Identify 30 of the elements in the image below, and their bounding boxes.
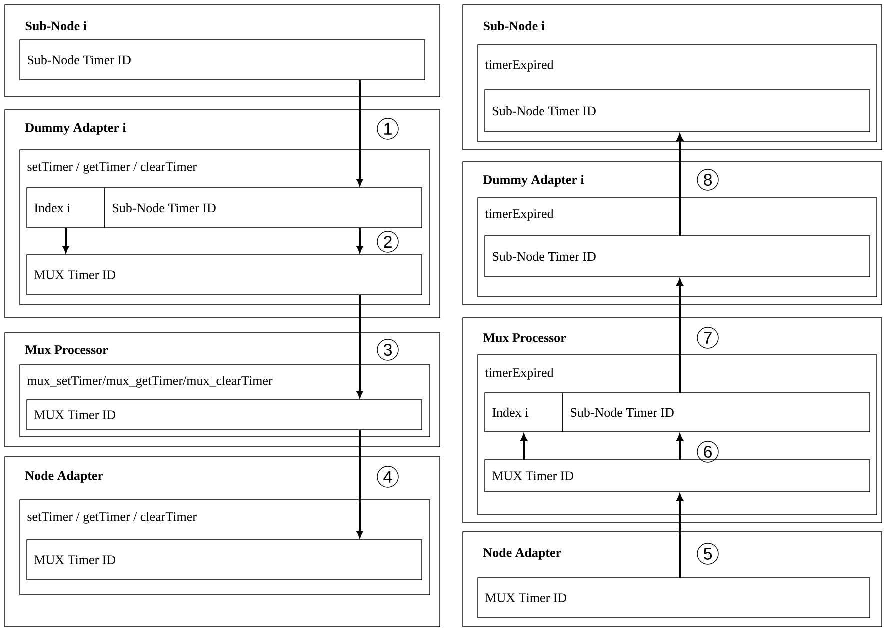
arrow bbox=[62, 228, 70, 253]
step-number: 2 bbox=[377, 231, 399, 253]
field-box: MUX Timer ID bbox=[484, 460, 870, 492]
field-box: Sub-Node Timer ID bbox=[562, 392, 870, 432]
field-box: MUX Timer ID bbox=[478, 578, 870, 618]
field-box: Sub-Node Timer ID bbox=[104, 188, 422, 228]
arrow bbox=[356, 295, 364, 398]
arrow bbox=[676, 134, 684, 236]
step-number: 7 bbox=[697, 327, 719, 349]
step-number: 4 bbox=[377, 466, 399, 488]
field-box: MUX Timer ID bbox=[26, 254, 422, 296]
field-box: Sub-Node Timer ID bbox=[484, 90, 870, 132]
field-box: Index i bbox=[26, 188, 106, 228]
field-box: Index i bbox=[484, 392, 564, 432]
step-number: 3 bbox=[377, 339, 399, 361]
step-number: 1 bbox=[377, 118, 399, 140]
arrow bbox=[676, 494, 684, 578]
field-box: Sub-Node Timer ID bbox=[484, 236, 870, 278]
field-box: Sub-Node Timer ID bbox=[20, 40, 426, 80]
step-number: 6 bbox=[697, 441, 719, 463]
arrow bbox=[676, 279, 684, 393]
field-box: MUX Timer ID bbox=[26, 400, 422, 430]
arrow bbox=[356, 430, 364, 538]
step-number: 8 bbox=[697, 169, 719, 191]
arrow bbox=[356, 80, 364, 186]
arrow bbox=[676, 434, 684, 460]
field-box: MUX Timer ID bbox=[26, 540, 422, 580]
arrow bbox=[520, 434, 528, 460]
step-number: 5 bbox=[697, 543, 719, 565]
arrow bbox=[356, 228, 364, 253]
